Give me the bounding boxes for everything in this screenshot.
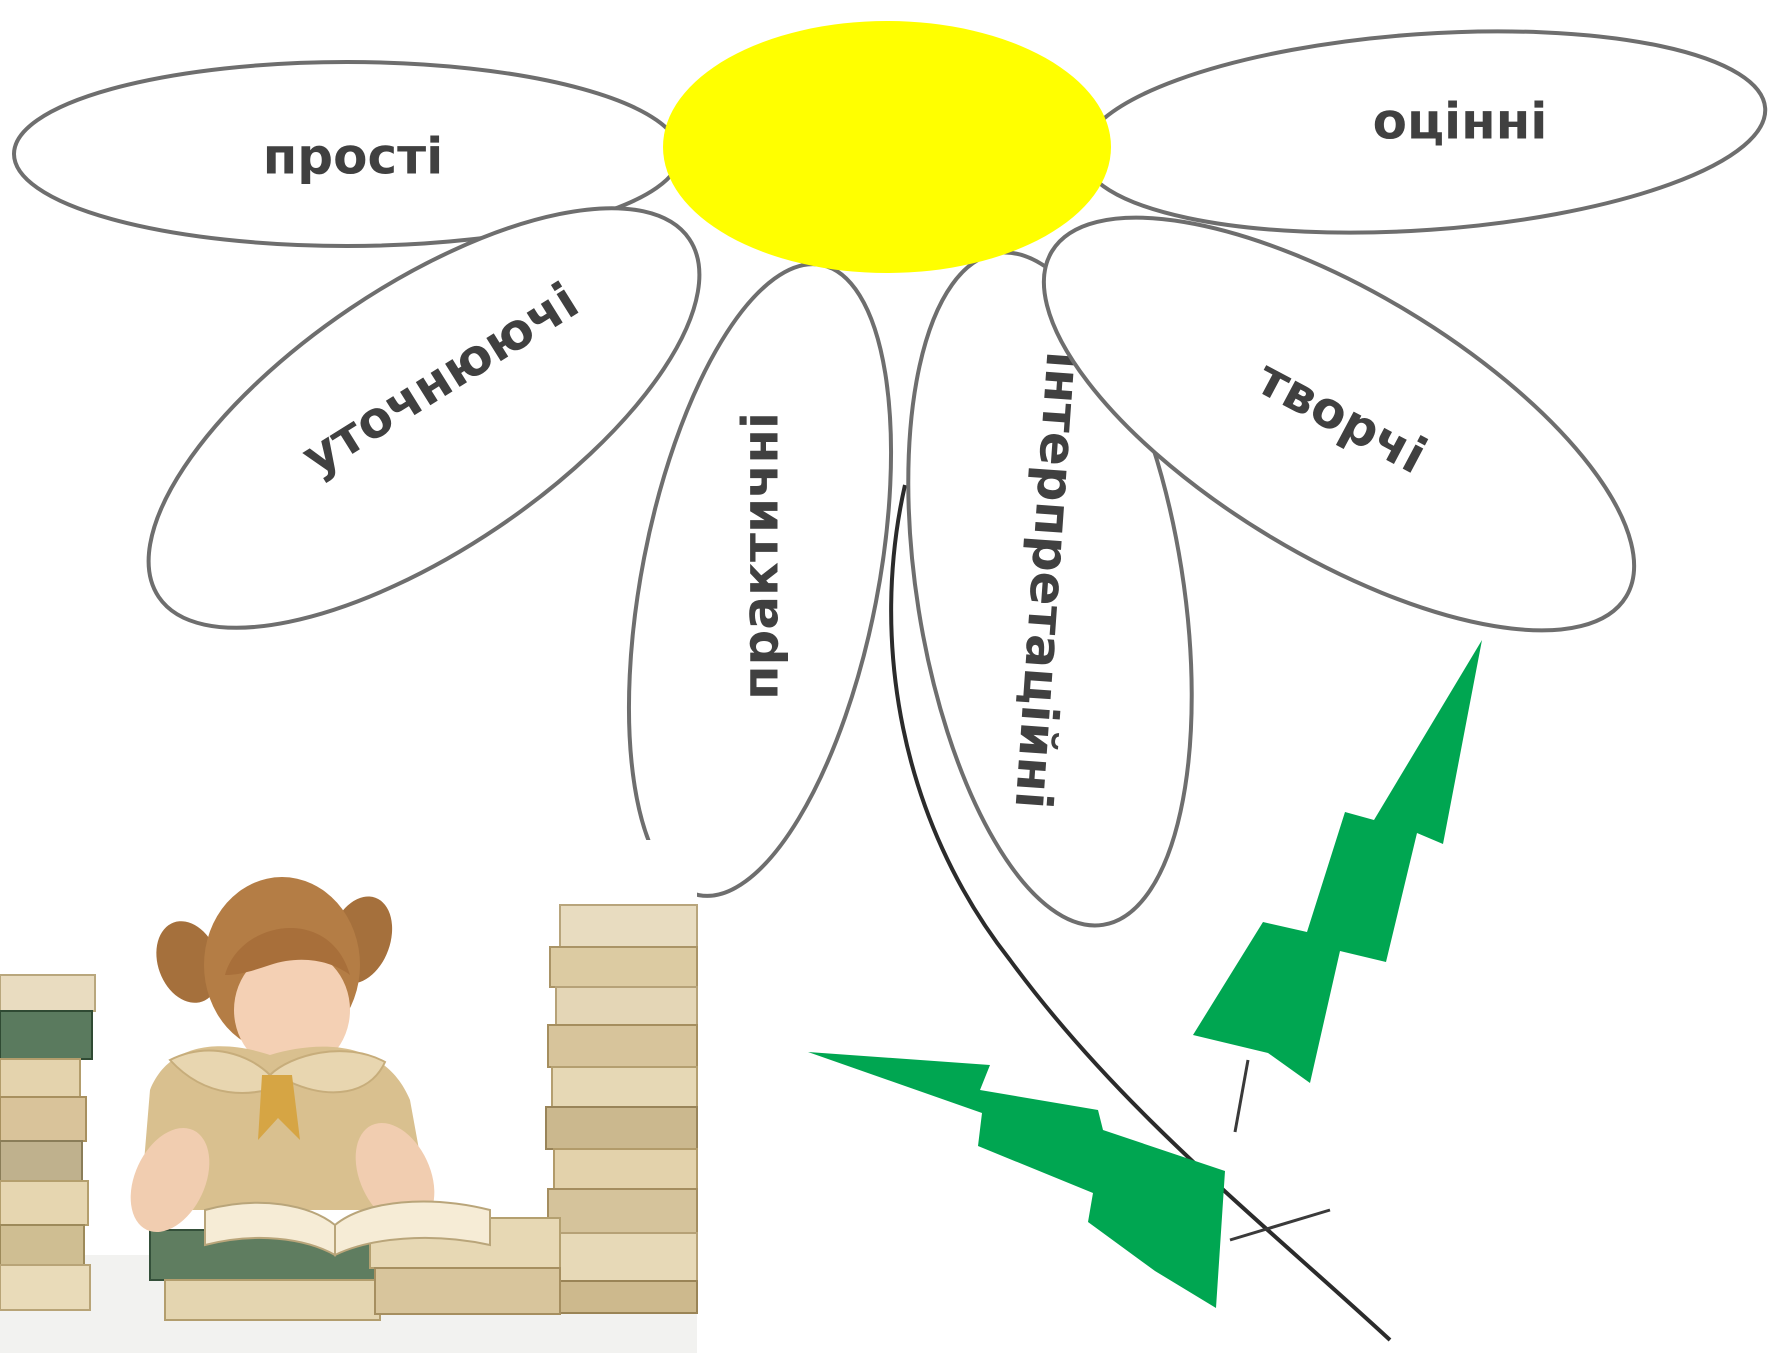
- petal-label: практичні: [732, 412, 790, 700]
- right-leaf: [1193, 640, 1482, 1083]
- flower-center: [663, 21, 1111, 273]
- right-leaf-stalk: [1233, 1059, 1250, 1133]
- petal-label: прості: [263, 128, 443, 186]
- left-leaf-stalk: [1229, 1208, 1331, 1242]
- girl-reading-photo: [0, 840, 698, 1353]
- girl-figure: [130, 877, 491, 1257]
- petal-label: оцінні: [1373, 93, 1548, 151]
- petal-interpretatsiini: інтерпретаційні: [906, 250, 1194, 928]
- right-book-stack: [545, 904, 698, 1314]
- petal-tvorchi: творчі: [1041, 215, 1637, 633]
- left-leaf: [808, 1052, 1225, 1308]
- left-book-stack: [0, 974, 96, 1311]
- petal-prosti: прості: [12, 60, 682, 248]
- petal-otsinni: оцінні: [1080, 29, 1768, 235]
- petal-praktychni: практичні: [626, 262, 894, 898]
